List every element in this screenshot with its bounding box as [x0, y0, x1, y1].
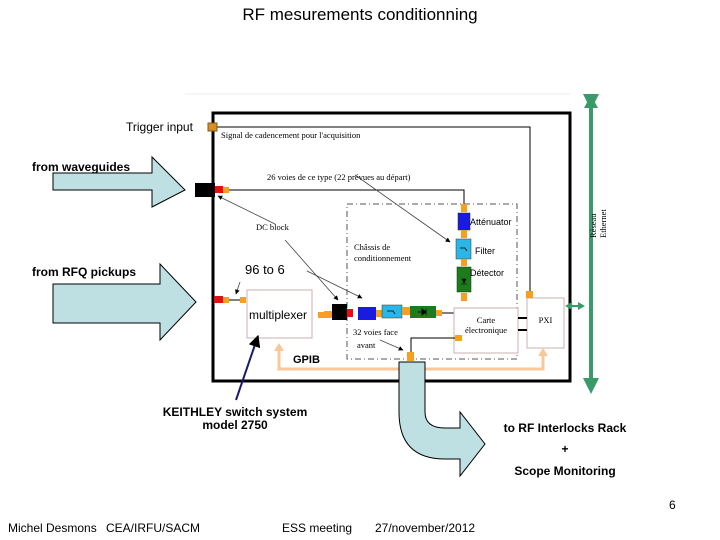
- rfq-pickups-arrow: [52, 262, 197, 342]
- trigger-connector: [207, 122, 218, 132]
- signal-annotation: Signal de cadencement pour l'acquisition: [221, 130, 361, 140]
- attenuator-label: Atténuator: [470, 217, 512, 227]
- multiplexer-box: [246, 289, 313, 339]
- filter-block: [455, 238, 472, 260]
- chassis-box: [346, 203, 518, 360]
- keithley-pointer: [235, 334, 261, 401]
- filter-label: Filter: [475, 246, 495, 256]
- footer-author: Michel Desmons: [8, 521, 97, 535]
- filter-block: [381, 304, 403, 319]
- carte-label-2: électronique: [464, 325, 507, 335]
- chassis-annotation-2: conditionnement: [354, 253, 412, 263]
- trigger-signal-line: [213, 126, 531, 303]
- pxi-box: [526, 297, 565, 349]
- slide-title: RF mesurements conditionning: [242, 5, 478, 24]
- carte-electronique-box: [453, 307, 519, 354]
- waveguide-line: [229, 189, 465, 204]
- connector-orange: [223, 187, 229, 193]
- connector-red: [214, 296, 223, 303]
- reseau-line-1: Réseau: [588, 213, 598, 238]
- waveguide-dc-block: [195, 183, 215, 197]
- connector-orange: [223, 297, 229, 303]
- voies-annotation: 26 voies de ce type (22 prévues au dépar…: [267, 172, 411, 182]
- output-connector: [407, 352, 414, 361]
- rfq-dc-block: [332, 304, 347, 320]
- attenuator-block: [358, 307, 376, 320]
- connector-orange: [240, 297, 246, 303]
- multiplexer-label: multiplexer: [249, 308, 308, 322]
- ratio-label: 96 to 6: [245, 262, 285, 277]
- reseau-label: Réseau Ethernet: [588, 209, 608, 238]
- attenuator-block: [457, 212, 471, 231]
- from-waveguides-label: from waveguides: [32, 160, 131, 174]
- trigger-input-label: Trigger input: [126, 120, 193, 134]
- output-plus: +: [561, 442, 569, 456]
- voies-face-annotation-1: 32 voies face: [353, 327, 398, 337]
- detector-label: Détector: [470, 268, 505, 278]
- output-label-1: to RF Interlocks Rack: [503, 421, 627, 435]
- from-rfq-pickups-label: from RFQ pickups: [32, 265, 137, 279]
- waveguides-arrow: [52, 155, 186, 208]
- rack-box: [211, 111, 572, 383]
- footer-date: 27/november/2012: [375, 521, 476, 535]
- footer-event: ESS meeting: [282, 521, 353, 535]
- carte-label-1: Carte: [476, 315, 496, 325]
- gpib-label: GPIB: [293, 354, 320, 366]
- keithley-label-1: KEITHLEY switch system: [162, 405, 308, 419]
- dc-block-annotation: DC block: [256, 222, 289, 232]
- keithley-label-2: model 2750: [202, 418, 268, 432]
- output-arrow: [398, 361, 486, 478]
- reseau-line-2: Ethernet: [598, 209, 608, 238]
- connector-red: [215, 186, 223, 193]
- footer-org: CEA/IRFU/SACM: [106, 521, 201, 535]
- chassis-annotation-1: Châssis de: [354, 242, 391, 252]
- page-number: 6: [669, 498, 676, 512]
- pxi-label: PXI: [538, 315, 553, 325]
- output-label-2: Scope Monitoring: [514, 464, 616, 478]
- voies-face-annotation-2: avant: [357, 340, 376, 350]
